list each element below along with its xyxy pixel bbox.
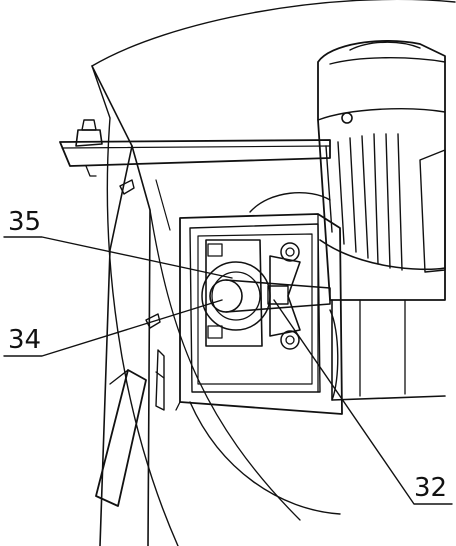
callout-35-leader	[3, 236, 233, 279]
callout-35: 35	[3, 207, 233, 279]
callout-34-label: 34	[8, 325, 41, 355]
hopper-fasteners	[119, 179, 161, 329]
callout-35-label: 35	[8, 207, 41, 237]
callout-32-label: 32	[414, 473, 447, 503]
side-handle	[95, 349, 165, 507]
gearbox-housing	[175, 213, 343, 415]
hopper-body	[91, 65, 301, 546]
pulley-drum	[189, 192, 341, 515]
electric-motor	[317, 40, 446, 401]
detail-view-boundary	[91, 0, 456, 546]
drive-shaft	[209, 279, 331, 313]
callout-32: 32	[273, 299, 453, 505]
bearing-bracket	[269, 242, 301, 350]
callout-34: 34	[3, 299, 223, 357]
callout-34-leader	[3, 299, 223, 357]
coupling-flange	[201, 239, 271, 347]
top-frame-bar	[59, 119, 331, 177]
callout-32-leader	[273, 299, 453, 505]
